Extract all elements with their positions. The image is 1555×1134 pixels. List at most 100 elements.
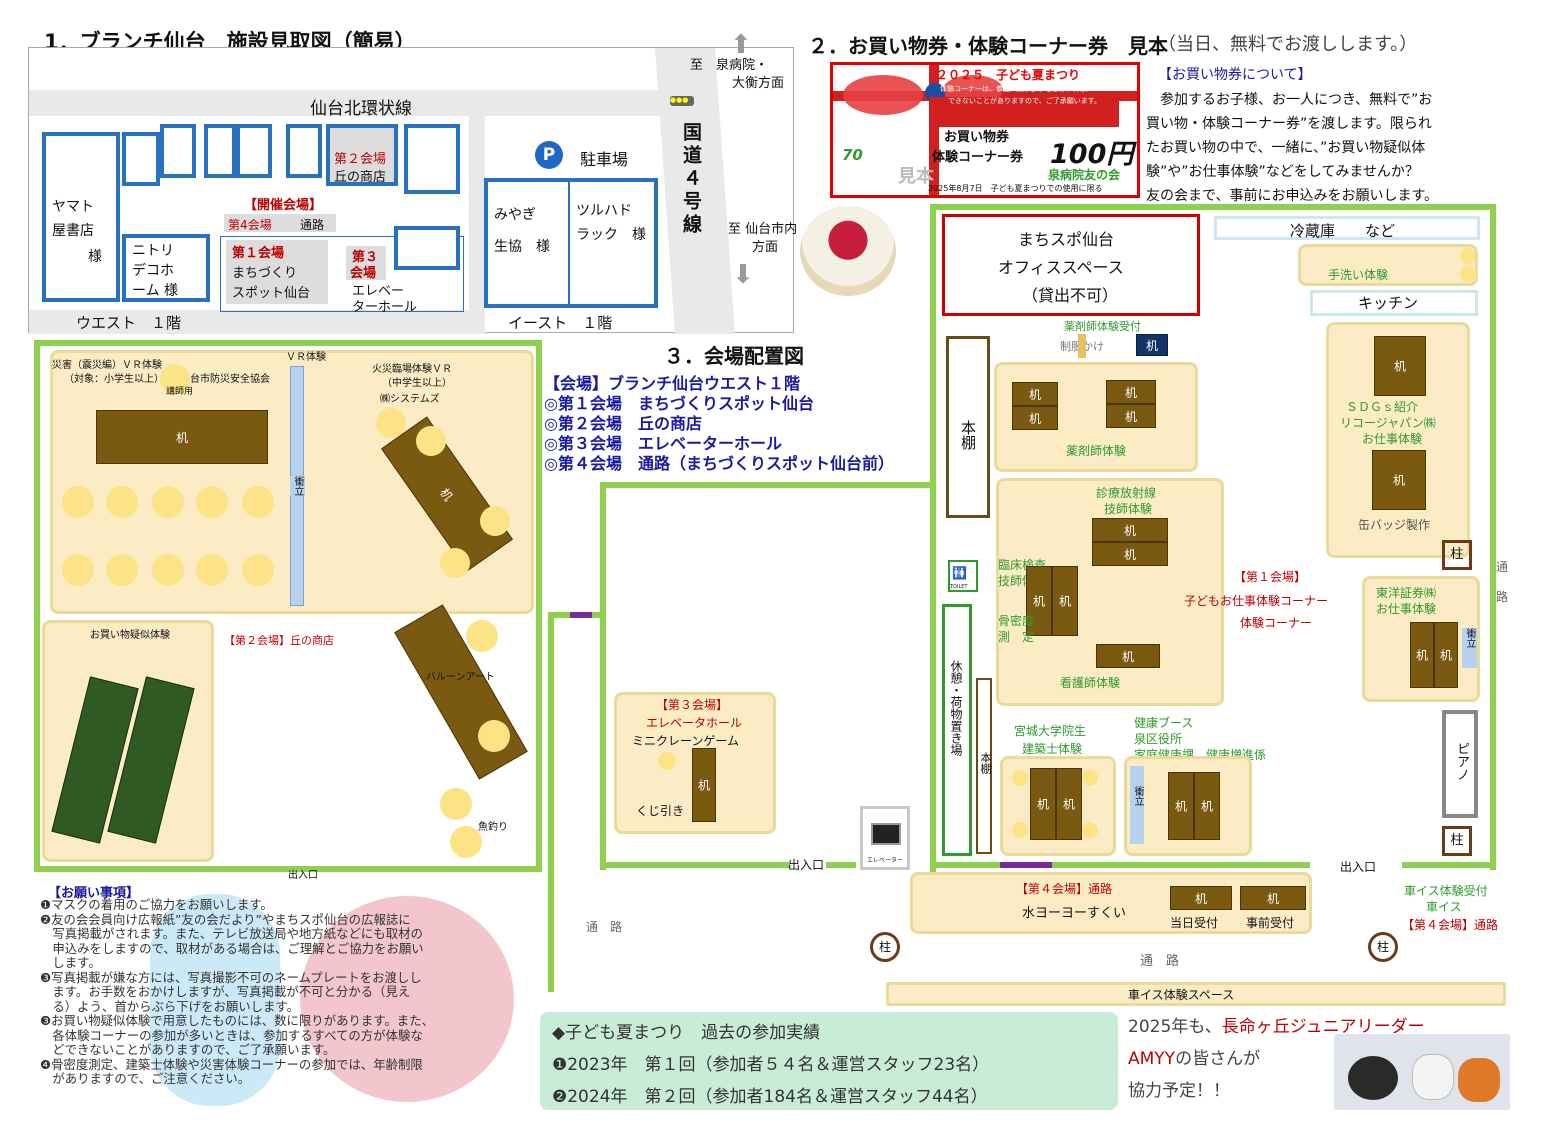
pillar: 柱 — [1368, 932, 1398, 962]
venue-list-item: ◎第１会場 まちづくりスポット仙台 — [544, 394, 814, 413]
shop-block — [122, 132, 160, 186]
right-entrance-label: 出入口 — [1340, 860, 1377, 874]
same-day-reception-label: 当日受付 — [1170, 916, 1219, 930]
office-label-2: オフィススペース — [998, 258, 1124, 277]
shop-block — [204, 124, 236, 178]
desk: 机 — [96, 410, 268, 464]
nitori-label: ニトリ — [132, 243, 174, 259]
west-label: ウエスト １階 — [76, 314, 182, 332]
yoyo-label: 水ヨーヨーすくい — [1022, 906, 1127, 921]
wheelchair-space — [886, 982, 1506, 1006]
elevator-hall-label: エレベータホール — [646, 716, 743, 730]
pharmacist-reception-label: 薬剤師体験受付 — [1064, 320, 1141, 333]
venue2-label-2: 丘の商店 — [334, 170, 387, 185]
note-item: ❹骨密度測定、建築士体験や災害体験コーナーの参加では、年齢制限 — [40, 1056, 423, 1072]
left-aisle-label: 通 路 — [586, 920, 623, 934]
advance-reception-label: 事前受付 — [1246, 916, 1295, 930]
amyy-line-1: 2025年も、長命ヶ丘ジュニアリーダー — [1128, 1012, 1425, 1037]
venue1-label-2: まちづくり — [232, 266, 298, 281]
bookshelf-label: 本棚 — [959, 420, 977, 450]
elevator-icon-label: エレベーター — [867, 857, 904, 864]
note-item: ❸写真掲載が嫌な方には、写真撮影不可のネームプレートをお渡しし — [40, 969, 422, 985]
right-aisle-label-2: 路 — [1496, 590, 1509, 604]
dest-label-3: 至 仙台市内 — [728, 222, 798, 237]
venue-list-item: ◎第３会場 エレベーターホール — [544, 434, 782, 453]
wheelchair-space-label: 車イス体験スペース — [1128, 988, 1235, 1002]
elevator-icon: エレベーター — [860, 806, 910, 870]
ticket-small-1: 体験コーナーは、参加人数が多いときは、体験 — [940, 85, 1087, 93]
ticket-info-line: 友の会まで、事前にお申込みをお願いします。 — [1146, 188, 1439, 204]
office-label-3: （貸出不可） — [1022, 286, 1119, 305]
past-result-2024: ❷2024年 第２回（参加者184名＆運営スタッフ44名） — [552, 1087, 988, 1107]
dest-label-4: 方面 — [752, 240, 779, 255]
architect-label-2: 建築士体験 — [1022, 742, 1083, 756]
bookshelf — [976, 678, 992, 854]
anniversary-logo: 70 — [842, 146, 863, 164]
rest-area-label: 休憩・荷物置き場 — [949, 660, 963, 756]
parking-icon: P — [535, 141, 563, 169]
desk: 机 — [1092, 518, 1168, 542]
bottom-aisle-label: 通 路 — [1140, 954, 1180, 969]
desk: 机 — [1052, 566, 1078, 636]
road-label: 仙台北環状線 — [310, 99, 412, 119]
nitori-label-2: デコホ — [132, 263, 174, 279]
ticket-org: 泉病院友の会 — [1048, 168, 1121, 182]
shop-block — [160, 124, 196, 178]
note-item: ます。お手数をおかけしますが、写真掲載が不可と分かる（見え — [40, 984, 411, 999]
pharmacist-label: 薬剤師体験 — [1066, 444, 1127, 458]
venue2-area-label: 【第２会場】丘の商店 — [224, 634, 334, 647]
desk: 机 — [1092, 542, 1168, 566]
crane-game-label: ミニクレーンゲーム — [632, 734, 740, 748]
desk: 机 — [1012, 382, 1058, 406]
building-yamato — [42, 132, 120, 302]
pillar: 柱 — [870, 932, 900, 962]
desk: 机 — [1096, 644, 1160, 668]
note-item: どできないことがありますので、ご了承願います。 — [40, 1042, 336, 1057]
dest-label-2: 大衡方面 — [732, 76, 785, 91]
nurse-label: 看護師体験 — [1060, 676, 1121, 690]
desk: 机 — [1106, 404, 1156, 428]
bookshelf-label-2: 本棚 — [979, 752, 992, 774]
amyy-group-name: 長命ヶ丘ジュニアリーダー — [1221, 1017, 1425, 1037]
past-results-box — [540, 1012, 1118, 1110]
job-corner-label: 子どもお仕事体験コーナー — [1184, 594, 1329, 608]
yamato-label-3: 様 — [88, 249, 102, 265]
section3-title: ３．会場配置図 — [664, 344, 804, 368]
desk: 机 — [1410, 622, 1434, 688]
sdgs-label-3: お仕事体験 — [1362, 432, 1423, 446]
cake-icon — [800, 206, 896, 296]
health-booth-label: 健康ブース — [1134, 716, 1194, 730]
ticket-info-line: 参加するお子様、お一人につき、無料で”お — [1146, 92, 1433, 108]
vr-label-2: （対象：小学生以上） — [64, 374, 164, 385]
ticket-mihon: 見本 — [898, 166, 934, 187]
elev-label-2: ターホール — [352, 300, 418, 315]
toilet-icon: 🚻 TOILET — [948, 560, 978, 592]
venue3-label: 第３ — [352, 250, 379, 265]
ticket-head: ２０２５ 子ども夏まつり — [936, 68, 1081, 82]
note-item: ❷友の会会員向け広報紙”友の会だより”やまちスポ仙台の広報誌に — [40, 911, 411, 927]
past-results-title: ◆子ども夏まつり 過去の参加実績 — [552, 1023, 821, 1043]
health-booth-label-2: 泉区役所 — [1134, 732, 1183, 746]
instructor-seat-label: 講師用 — [166, 387, 194, 397]
desk: 机 — [1434, 622, 1458, 688]
desk: 机 — [692, 748, 716, 822]
note-item: る）よう、首からぶら下げをお願いします。 — [40, 998, 299, 1014]
venue-list-item: ◎第４会場 通路（まちづくりスポット仙台前） — [544, 454, 894, 473]
amyy-text: の皆さんが — [1175, 1049, 1261, 1069]
partition-label: 衝立 — [290, 476, 305, 496]
right-aisle-label: 通 — [1496, 560, 1509, 574]
ticket-info-line: 験”や”お仕事体験”などをしてみませんか？ — [1146, 164, 1419, 180]
note-item: 各体験コーナーの参加が多いときは、参加するすべての方が体験な — [40, 1027, 423, 1043]
notes-list: ❶マスクの着用のご協力をお願いします。 ❷友の会会員向け広報紙”友の会だより”や… — [40, 897, 434, 1087]
note-item: ❸お買い物疑似体験で用意したものには、数に限りがあります。また、 — [40, 1013, 434, 1028]
pillar: 柱 — [1442, 540, 1472, 570]
shop-block — [236, 124, 272, 178]
section2-title: ２．お買い物券・体験コーナー券 見本 — [808, 34, 1168, 58]
note-item: 申込みをしますので、取材がある場合は、ご理解とご協力をお願い — [40, 940, 424, 956]
arrow-up-icon: ⬆ — [730, 30, 752, 60]
piano-label: ピアノ — [1454, 742, 1469, 781]
wheelchair-reception-label: 車イス体験受付 — [1404, 884, 1488, 898]
desk: 机 — [1170, 886, 1232, 910]
basket-photo — [1334, 1034, 1510, 1110]
venue4-label: 第4会場 — [228, 218, 272, 232]
